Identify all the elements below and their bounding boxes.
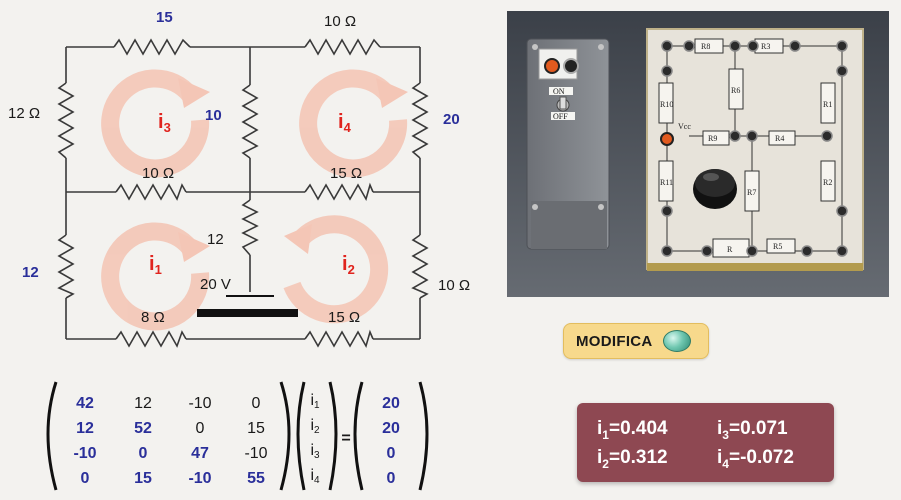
rhs-cell: 0 (387, 470, 396, 487)
matrix-left-paren (46, 381, 58, 491)
circuit-board-photo: ON OFF (507, 11, 889, 297)
result-i1: i1=0.404 (597, 418, 668, 442)
matrix-cell: 47 (191, 445, 209, 462)
label-bottom-right-resistor: 15 Ω (328, 309, 360, 326)
results-panel: i1=0.404 i3=0.071 i2=0.312 i4=-0.072 (577, 403, 834, 482)
voltage-source (197, 295, 298, 317)
label-top-right-resistor: 10 Ω (324, 13, 356, 30)
switch-off-label: OFF (553, 112, 568, 121)
label-bottom-left-resistor: 8 Ω (141, 309, 165, 326)
resistor-label-r3: R3 (761, 42, 770, 51)
loop-arrow-i1 (101, 222, 210, 331)
loop-label-i4: i4 (338, 111, 352, 135)
matrix-cell: 52 (134, 420, 152, 437)
matrix-cell: 55 (247, 470, 265, 487)
result-i3: i3=0.071 (717, 418, 788, 442)
resistor-label-r1: R1 (823, 100, 832, 109)
resistor-mid-top (241, 84, 259, 159)
matrix-equation: 42 12 -10 0 12 52 0 15 -10 0 47 -10 0 15… (46, 381, 429, 491)
resistors (57, 38, 429, 349)
matrix-cell: 0 (81, 470, 90, 487)
label-left-bottom-resistor: 12 (22, 264, 39, 281)
rhs-cell: 20 (382, 420, 400, 437)
matrix-cell: 0 (252, 395, 261, 412)
matrix-cell: -10 (244, 445, 267, 462)
result-i2: i2=0.312 (597, 447, 668, 471)
matrix-cell: 0 (196, 420, 205, 437)
vector-left-paren (296, 381, 306, 491)
unknown-i2: i2 (310, 417, 320, 436)
matrix-cell: 15 (134, 470, 152, 487)
wires (65, 46, 421, 340)
matrix-cell: -10 (188, 470, 211, 487)
rhs-right-paren (418, 381, 429, 491)
resistor-label-r6: R6 (731, 86, 740, 95)
resistor-mid-left (115, 183, 187, 201)
rhs-left-paren (353, 381, 364, 491)
vector-right-paren (328, 381, 338, 491)
matrix-cell: -10 (73, 445, 96, 462)
resistor-label-r8: R8 (701, 42, 710, 51)
modifica-button[interactable]: MODIFICA (563, 323, 709, 359)
gem-icon (662, 330, 691, 352)
loop-arrow-i2 (283, 215, 389, 324)
label-mid-right-resistor: 15 Ω (330, 165, 362, 182)
matrix-cell: -10 (188, 395, 211, 412)
resistor-top-right (304, 38, 381, 56)
unknown-i1: i1 (310, 392, 320, 411)
modifica-button-label: MODIFICA (576, 332, 653, 350)
circuit-diagram: 15 10 Ω 12 Ω 10 20 10 Ω 15 Ω 12 12 10 Ω … (8, 9, 470, 349)
resistor-label-r11: R11 (660, 178, 673, 187)
resistor-top-left (113, 38, 191, 56)
label-voltage-source: 20 V (200, 276, 231, 293)
label-mid-vertical-resistor: 10 (205, 107, 222, 124)
resistor-left-bottom (57, 234, 75, 299)
unknown-i4: i4 (310, 467, 320, 486)
loop-label-i3: i3 (158, 111, 171, 135)
matrix-cell: 12 (134, 395, 152, 412)
matrix-cell: 12 (76, 420, 94, 437)
label-mid-left-resistor: 10 Ω (142, 165, 174, 182)
resistor-board: R8 R3 R6 R1 R10 R9 R4 R11 R7 R2 R R5 Vcc (646, 28, 864, 271)
resistor-label-r4: R4 (775, 134, 784, 143)
resistor-mid-right (304, 182, 374, 202)
rhs-cell: 0 (387, 445, 396, 462)
result-i4: i4=-0.072 (717, 447, 794, 471)
switch-on-label: ON (553, 87, 565, 96)
label-top-left-resistor: 15 (156, 9, 173, 26)
resistor-label-r9: R9 (708, 134, 717, 143)
vcc-label: Vcc (678, 122, 691, 131)
loop-label-i1: i1 (149, 253, 162, 277)
matrix-cell: 42 (76, 395, 94, 412)
matrix-cell: 15 (247, 420, 265, 437)
resistor-right-top (411, 82, 429, 159)
resistor-bottom-right (304, 329, 374, 349)
resistor-label-r7: R7 (747, 188, 756, 197)
matrix-right-paren (279, 381, 291, 491)
resistor-left-top (57, 82, 75, 159)
loop-label-i2: i2 (342, 253, 355, 277)
switch-box: ON OFF (526, 38, 610, 250)
resistor-right-bottom (411, 234, 429, 299)
matrix-cell: 0 (139, 445, 148, 462)
loop-arrows (101, 69, 408, 331)
loop-arrow-heads (178, 78, 408, 262)
label-right-top-resistor: 20 (443, 111, 460, 128)
loop-arrow-i4 (299, 69, 408, 178)
label-center-lower-resistor: 12 (207, 231, 224, 248)
loop-arrow-i3 (101, 69, 210, 178)
label-right-bottom-resistor: 10 Ω (438, 277, 470, 294)
resistor-center-lower (241, 199, 259, 256)
resistor-label-r: R (727, 245, 733, 254)
equals-sign: = (341, 430, 350, 447)
resistor-label-r2: R2 (823, 178, 832, 187)
resistor-label-r5: R5 (773, 242, 782, 251)
unknown-i3: i3 (310, 442, 320, 461)
resistor-bottom-left (115, 330, 187, 348)
label-left-top-resistor: 12 Ω (8, 105, 40, 122)
rhs-cell: 20 (382, 395, 400, 412)
resistor-label-r10: R10 (660, 100, 673, 109)
